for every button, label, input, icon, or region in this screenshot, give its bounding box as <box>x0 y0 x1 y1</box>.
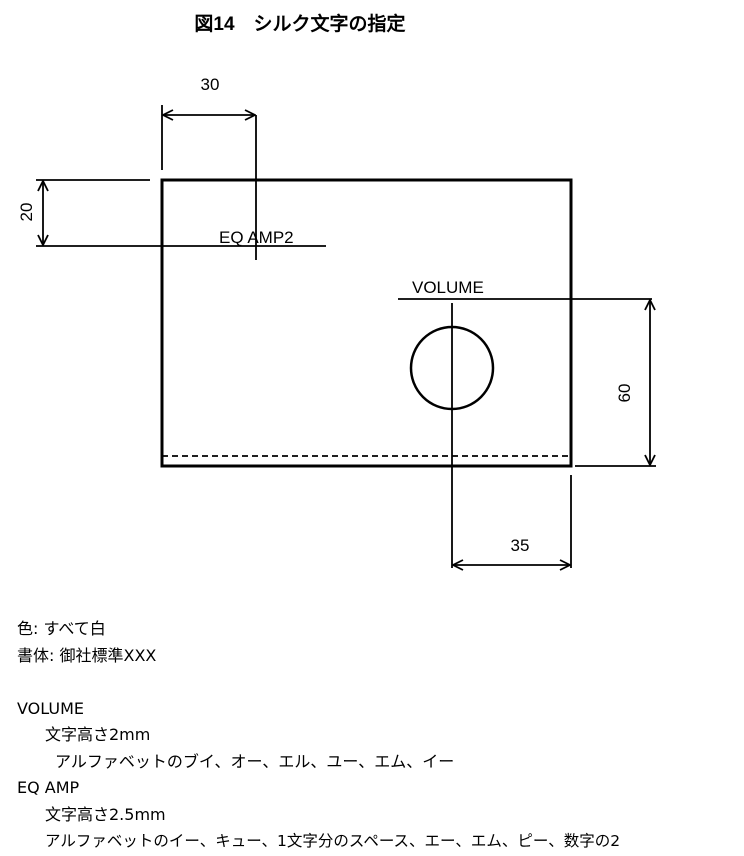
volume-label: VOLUME <box>412 278 484 297</box>
dimension-label-35: 35 <box>511 536 530 555</box>
note-volume-height: 文字高さ2mm <box>45 725 151 744</box>
dimension-label-20: 20 <box>17 203 36 222</box>
figure-title: 図14 シルク文字の指定 <box>194 12 405 35</box>
silk-diagram: 図14 シルク文字の指定 30 20 EQ AMP2 VOLUME 60 35 <box>17 12 656 600</box>
note-eq-height: 文字高さ2.5mm <box>45 804 166 824</box>
note-volume-spelling: アルファベットのブイ、オー、エル、ユー、エム、イー <box>55 751 455 771</box>
dimension-label-30: 30 <box>201 75 220 94</box>
note-volume-heading: VOLUME <box>17 698 84 718</box>
eq-amp-label: EQ AMP2 <box>219 228 294 247</box>
note-color: 色: すべて白 <box>17 619 106 638</box>
board-outline <box>160 178 573 468</box>
dimension-label-60: 60 <box>615 384 634 403</box>
note-eq-spelling: アルファベットのイー、キュー、1文字分のスペース、エー、エム、ピー、数字の2 <box>45 832 621 850</box>
note-eq-heading: EQ AMP <box>17 778 80 797</box>
note-spacer <box>17 669 620 696</box>
note-font: 書体: 御社標準XXX <box>17 645 157 665</box>
spec-notes: 色: すべて白 書体: 御社標準XXX VOLUME 文字高さ2mm アルファベ… <box>17 616 620 855</box>
